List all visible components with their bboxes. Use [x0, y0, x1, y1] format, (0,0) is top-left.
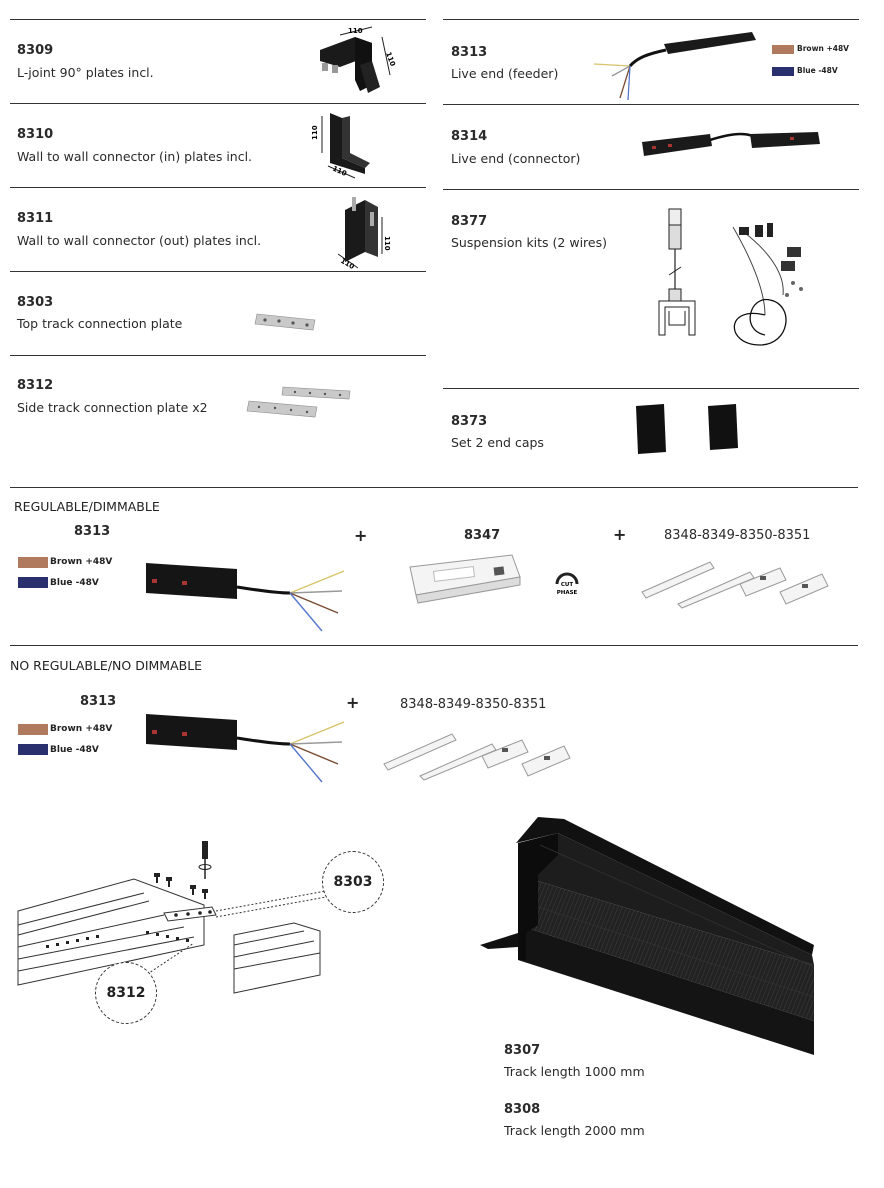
product-code-8309: 8309 — [17, 43, 54, 58]
cut-phase-icon: CUT PHASE — [555, 572, 579, 596]
product-code-8377: 8377 — [451, 214, 488, 229]
power-supplies-image — [383, 733, 571, 781]
product-desc-8310: Wall to wall connector (in) plates incl. — [17, 149, 253, 164]
divider — [10, 19, 426, 20]
cut-label: CUT — [561, 582, 574, 588]
nondimmable-feeder-code: 8313 — [80, 694, 117, 709]
callout-8312: 8312 — [95, 962, 157, 1024]
blue-label: Blue -48V — [50, 745, 99, 755]
feeder-image — [146, 563, 345, 632]
blue-swatch — [772, 67, 794, 76]
brown-label: Brown +48V — [797, 44, 849, 53]
dim-label: 110 — [348, 27, 363, 35]
product-code-8311: 8311 — [17, 211, 54, 226]
plus-sign: + — [613, 525, 627, 544]
brown-swatch — [18, 557, 48, 568]
blue-label: Blue -48V — [797, 66, 838, 75]
plus-sign: + — [354, 526, 368, 545]
power-supplies-image — [641, 561, 829, 609]
track-desc-8308: Track length 2000 mm — [504, 1123, 645, 1138]
divider — [10, 487, 858, 488]
feeder-image — [146, 714, 345, 783]
brown-swatch — [18, 724, 48, 735]
product-code-8303: 8303 — [17, 295, 54, 310]
divider — [10, 103, 426, 104]
dim-label: 110 — [339, 257, 356, 271]
product-desc-8373: Set 2 end caps — [451, 435, 544, 450]
feeder-image — [593, 32, 756, 101]
end-caps-image — [636, 404, 738, 454]
divider — [443, 388, 859, 389]
divider — [443, 189, 859, 190]
top-plate-image — [254, 313, 316, 331]
psu-codes: 8348-8349-8350-8351 — [664, 528, 811, 543]
product-desc-8309: L-joint 90° plates incl. — [17, 65, 154, 80]
wall-connector-out-image: 110 110 — [337, 197, 391, 271]
nondimmable-title: NO REGULABLE/NO DIMMABLE — [10, 658, 203, 673]
product-code-8313: 8313 — [451, 45, 488, 60]
blue-swatch — [18, 744, 48, 755]
callout-8303: 8303 — [322, 851, 384, 913]
product-desc-8377: Suspension kits (2 wires) — [451, 235, 607, 250]
side-plates-image — [246, 386, 351, 418]
divider — [443, 104, 859, 105]
dimmable-driver-image — [409, 554, 521, 604]
dim-label: 110 — [383, 236, 391, 251]
product-code-8310: 8310 — [17, 127, 54, 142]
dimmable-title: REGULABLE/DIMMABLE — [14, 499, 160, 514]
divider — [443, 19, 859, 20]
track-desc-8307: Track length 1000 mm — [504, 1064, 645, 1079]
divider — [10, 187, 426, 188]
product-desc-8303: Top track connection plate — [17, 316, 183, 331]
track-profile-image — [480, 817, 815, 1055]
psu-codes: 8348-8349-8350-8351 — [400, 697, 547, 712]
brown-label: Brown +48V — [50, 557, 113, 567]
blue-swatch — [18, 577, 48, 588]
plus-sign: + — [346, 693, 360, 712]
product-desc-8311: Wall to wall connector (out) plates incl… — [17, 233, 262, 248]
dim-label: 110 — [384, 51, 397, 68]
live-end-connector-image — [642, 132, 820, 156]
assembly-diagram — [17, 841, 327, 994]
suspension-kit-image — [658, 208, 803, 346]
brown-label: Brown +48V — [50, 724, 113, 734]
product-code-8373: 8373 — [451, 414, 488, 429]
divider — [10, 645, 858, 646]
track-code-8307: 8307 — [504, 1043, 541, 1058]
wall-connector-in-image: 110 110 — [311, 113, 370, 179]
product-code-8312: 8312 — [17, 378, 54, 393]
l-joint-image: 110 110 — [320, 26, 397, 93]
product-desc-8312: Side track connection plate x2 — [17, 400, 208, 415]
divider — [10, 271, 426, 272]
product-desc-8314: Live end (connector) — [451, 151, 581, 166]
brown-swatch — [772, 45, 794, 54]
driver-code: 8347 — [464, 528, 501, 543]
product-code-8314: 8314 — [451, 129, 488, 144]
track-code-8308: 8308 — [504, 1102, 541, 1117]
phase-label: PHASE — [557, 590, 578, 596]
product-desc-8313: Live end (feeder) — [451, 66, 559, 81]
blue-label: Blue -48V — [50, 578, 99, 588]
divider — [10, 355, 426, 356]
dim-label: 110 — [311, 125, 319, 140]
dimmable-feeder-code: 8313 — [74, 524, 111, 539]
